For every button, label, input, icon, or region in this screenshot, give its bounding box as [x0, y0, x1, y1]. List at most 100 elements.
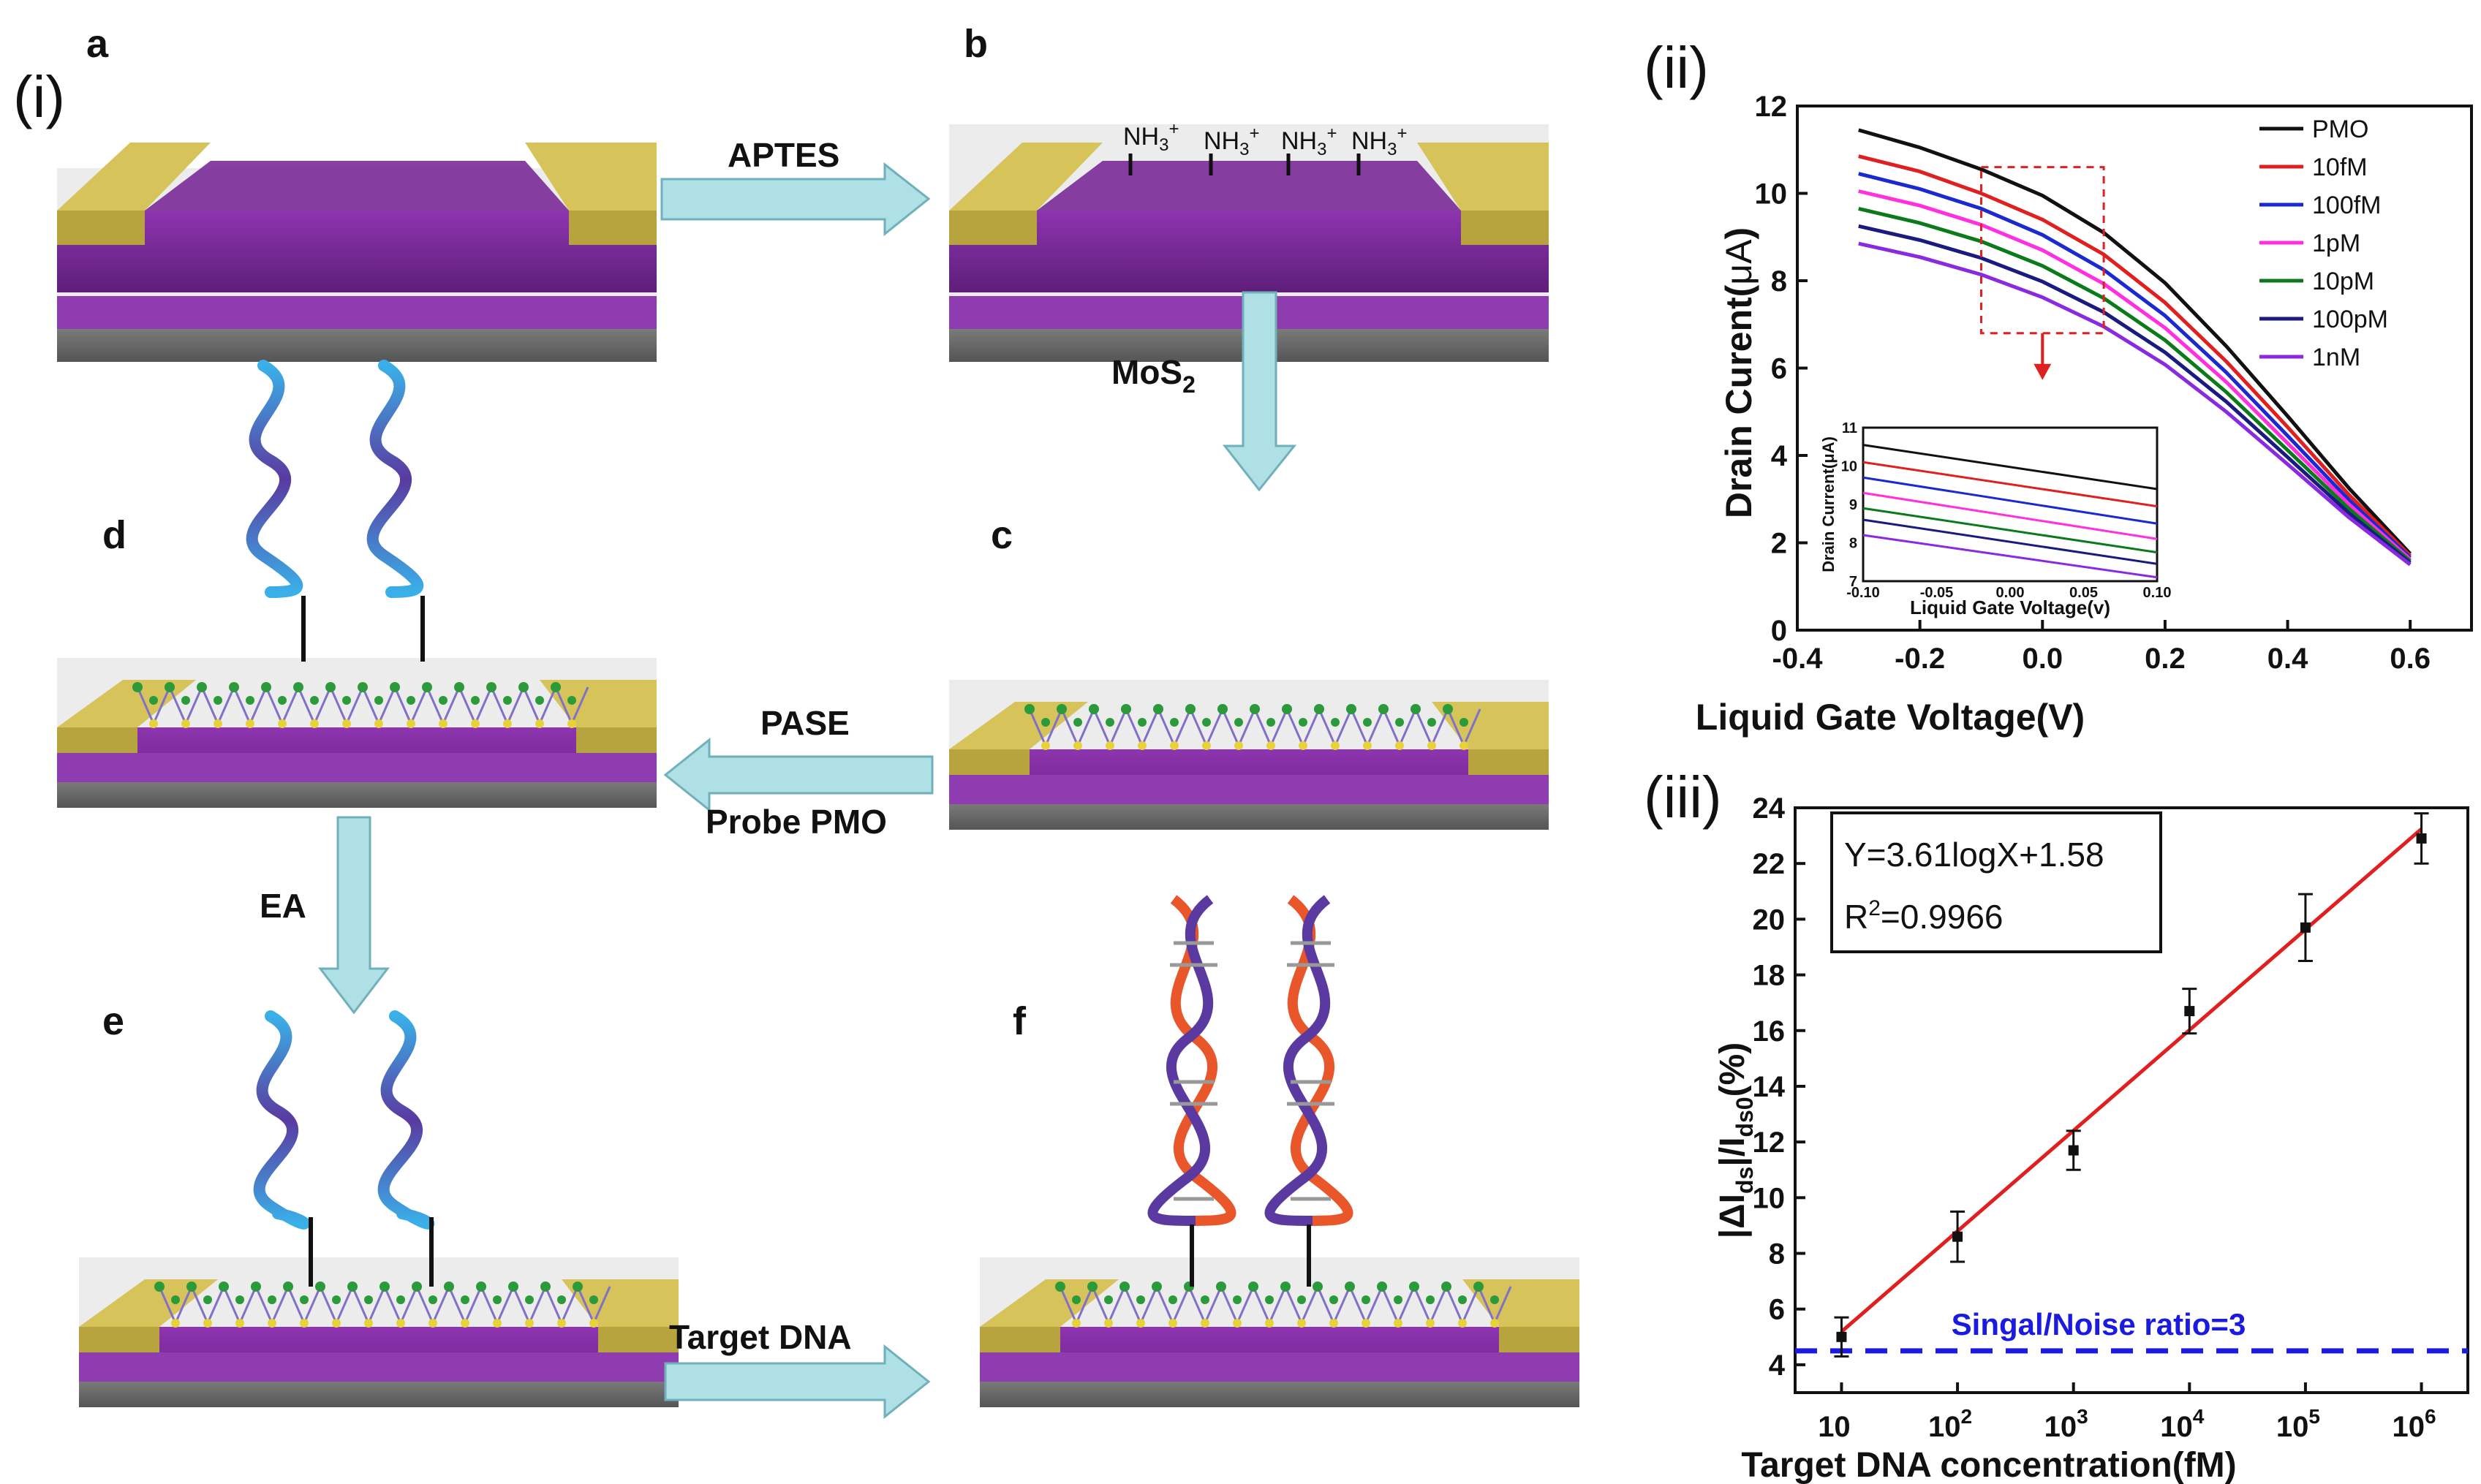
ii-inset-xtick-label: 0.10 — [2143, 585, 2172, 601]
ii-ytick-label: 8 — [1771, 265, 1787, 298]
ii-inset-series-line — [1862, 476, 2158, 525]
iii-xlabel: Target DNA concentration(fM) — [1741, 1446, 2236, 1484]
svg-text:MoS2: MoS2 — [1111, 353, 1196, 398]
ii-legend-label: 1pM — [2312, 230, 2360, 257]
ii-ytick-label: 10 — [1755, 178, 1788, 211]
iii-xtick-label: 104 — [2160, 1405, 2205, 1443]
fit-r2: R2=0.9966 — [1844, 896, 2003, 936]
svg-text:EA: EA — [260, 887, 306, 925]
panel-ii-label: (ii) — [1644, 35, 1709, 100]
ii-ytick-label: 12 — [1755, 91, 1788, 123]
svg-text:APTES: APTES — [728, 136, 839, 174]
iii-ytick-label: 18 — [1753, 960, 1786, 992]
svg-text:Probe PMO: Probe PMO — [706, 803, 887, 841]
ii-inset-series-line — [1862, 461, 2158, 508]
mos2-lattice — [1024, 704, 1481, 750]
data-point — [2068, 1145, 2079, 1156]
device-a — [57, 143, 657, 362]
ii-series-line — [1858, 128, 2412, 556]
ii-inset-xtick-label: 0.05 — [2069, 585, 2098, 601]
mos2-lattice — [1055, 1282, 1512, 1328]
iii-ytick-label: 20 — [1753, 904, 1786, 936]
data-point — [1952, 1231, 1963, 1242]
ii-xtick-label: 0.2 — [2145, 643, 2186, 675]
iii-ytick-label: 24 — [1753, 792, 1786, 825]
mos2-lattice — [132, 682, 589, 728]
data-point — [1836, 1331, 1847, 1342]
ii-inset-ytick-label: 7 — [1849, 574, 1857, 590]
device-d — [57, 658, 657, 808]
step-label-a: a — [86, 22, 109, 66]
ii-series-line — [1858, 172, 2412, 559]
svg-text:NH3+: NH3+ — [1281, 124, 1337, 159]
hybridized-dna-f — [1147, 895, 1353, 1287]
ii-inset-xtick-label: 0.00 — [1996, 585, 2025, 601]
ii-inset-xtick-label: -0.10 — [1846, 585, 1880, 601]
equation-box: Y=3.61logX+1.58 R2=0.9966 — [1830, 811, 2162, 953]
iii-ytick-label: 8 — [1769, 1238, 1785, 1271]
arrow-aptes: APTES — [660, 136, 931, 237]
ii-series-line — [1858, 224, 2412, 564]
ii-legend-label: 10pM — [2312, 268, 2374, 295]
iii-xtick-label: 10 — [1818, 1411, 1851, 1443]
ii-zoom-arrowhead — [2033, 363, 2052, 380]
device-b: NH3+ NH3+ NH3+ NH3+ — [949, 119, 1549, 362]
step-label-f: f — [1013, 999, 1027, 1043]
ii-xtick-label: 0.4 — [2267, 643, 2308, 675]
iii-xtick-label: 105 — [2276, 1405, 2320, 1443]
iii-ytick-label: 10 — [1753, 1182, 1786, 1214]
ii-inset-series-line — [1862, 444, 2158, 491]
mos2-lattice — [154, 1282, 611, 1328]
arrow-target-dna: Target DNA — [664, 1318, 931, 1420]
ii-legend-label: 100fM — [2312, 192, 2382, 219]
iii-xtick-label: 102 — [1928, 1405, 1972, 1443]
ii-series-line — [1858, 189, 2412, 561]
ii-inset-series-line — [1862, 507, 2158, 554]
device-f — [980, 1257, 1579, 1407]
panel-iii-label: (iii) — [1644, 765, 1722, 830]
panel-i-label: (i) — [13, 64, 65, 129]
fit-line — [1840, 828, 2423, 1333]
iii-ytick-label: 6 — [1769, 1294, 1785, 1326]
ii-inset-xlabel: Liquid Gate Voltage(v) — [1910, 597, 2110, 618]
ii-xtick-label: 0.6 — [2390, 643, 2431, 675]
step-label-b: b — [964, 22, 988, 66]
iii-ytick-label: 12 — [1753, 1127, 1786, 1159]
svg-text:NH3+: NH3+ — [1123, 119, 1179, 155]
ii-xtick-label: 0.0 — [2022, 643, 2063, 675]
svg-text:NH3+: NH3+ — [1204, 124, 1259, 159]
fit-equation: Y=3.61logX+1.58 — [1844, 836, 2104, 874]
step-label-c: c — [991, 513, 1013, 557]
arrow-pase-probe: PASE Probe PMO — [663, 704, 934, 841]
ii-inset-series-line — [1862, 534, 2158, 579]
data-point — [2300, 922, 2311, 933]
ii-xtick-label: -0.2 — [1895, 643, 1945, 675]
data-point — [2416, 833, 2427, 844]
ii-inset-ytick-label: 10 — [1841, 459, 1857, 475]
ii-inset-ytick-label: 8 — [1849, 536, 1857, 552]
schematic-panel: (i) a b c d e f — [13, 22, 1579, 1420]
iii-ytick-label: 4 — [1769, 1349, 1786, 1382]
arrow-mos2: MoS2 — [1111, 291, 1297, 492]
ii-legend-label: 10fM — [2312, 154, 2368, 181]
amine-groups: NH3+ NH3+ NH3+ NH3+ — [1123, 119, 1407, 175]
device-e — [79, 1257, 679, 1407]
iii-xtick-label: 103 — [2044, 1405, 2088, 1443]
iii-ytick-label: 14 — [1753, 1071, 1786, 1103]
svg-text:Target DNA: Target DNA — [669, 1318, 852, 1356]
ii-series-line — [1858, 154, 2412, 558]
probe-dna-e — [253, 1010, 435, 1287]
ii-ylabel: Drain Curent(μA) — [1718, 227, 1759, 518]
ii-series-line — [1858, 206, 2412, 563]
iii-ylabel: |ΔIds|/Ids0(%) — [1713, 1042, 1758, 1239]
ii-legend-label: 100pM — [2312, 306, 2388, 333]
ii-inset-ylabel: Drain Current(μA) — [1819, 436, 1838, 572]
ii-ytick-label: 4 — [1771, 440, 1788, 472]
ii-inset-series-line — [1862, 518, 2158, 565]
data-point — [2184, 1006, 2195, 1017]
probe-dna-d — [246, 360, 425, 662]
ii-ytick-label: 0 — [1771, 615, 1787, 647]
step-label-d: d — [102, 513, 126, 557]
